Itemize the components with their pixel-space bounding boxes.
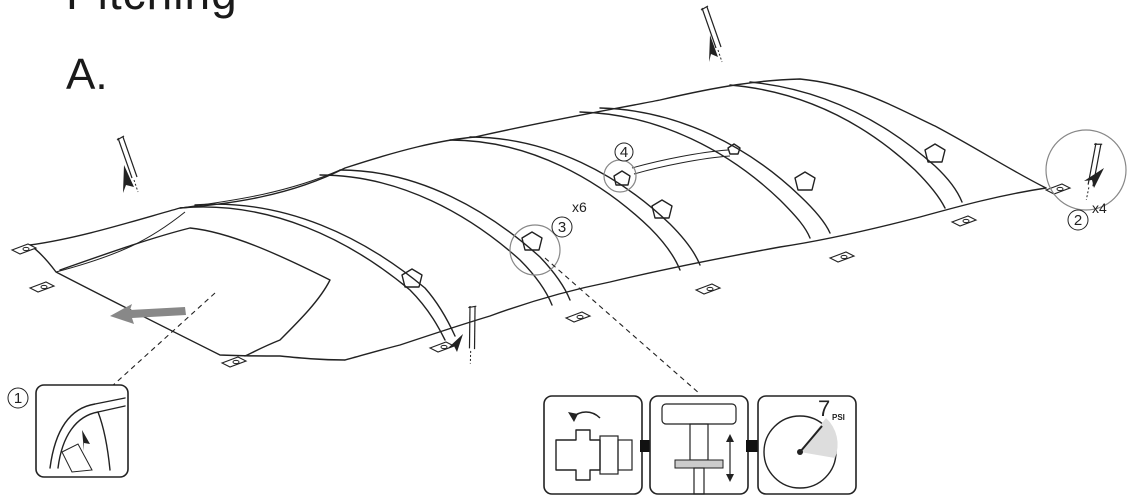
direction-arrow-icon (123, 35, 1104, 352)
svg-text:2: 2 (1074, 212, 1082, 229)
zoom-circle-3 (509, 224, 561, 276)
callout-1: 1 (7, 387, 29, 409)
zoom-circle-2 (1045, 129, 1127, 211)
svg-text:3: 3 (558, 219, 566, 236)
callout-3: 3 x6 (551, 199, 587, 238)
zoom-circle-4 (603, 159, 637, 193)
svg-text:1: 1 (14, 390, 22, 407)
callout-2: 2 x4 (1067, 200, 1107, 231)
leader-line-1 (109, 292, 216, 389)
svg-text:4: 4 (620, 144, 628, 161)
air-valve-icon (543, 395, 643, 495)
svg-text:x6: x6 (572, 199, 587, 215)
callout-4: 4 (614, 142, 634, 162)
door-detail-inset (35, 384, 129, 478)
step-label: A. (66, 50, 108, 99)
air-pump-icon (649, 395, 749, 495)
page-title: Pitching (66, 0, 238, 20)
tent-body (29, 78, 1047, 361)
strap-buckles (401, 143, 946, 288)
leader-line-3 (544, 257, 701, 395)
svg-text:x4: x4 (1092, 200, 1107, 216)
pressure-gauge-icon: 7 PSI (757, 395, 857, 495)
pull-arrow-icon (110, 304, 186, 324)
svg-text:PSI: PSI (832, 413, 845, 422)
svg-text:7: 7 (818, 396, 830, 421)
ground-anchor-tabs (11, 183, 1071, 368)
